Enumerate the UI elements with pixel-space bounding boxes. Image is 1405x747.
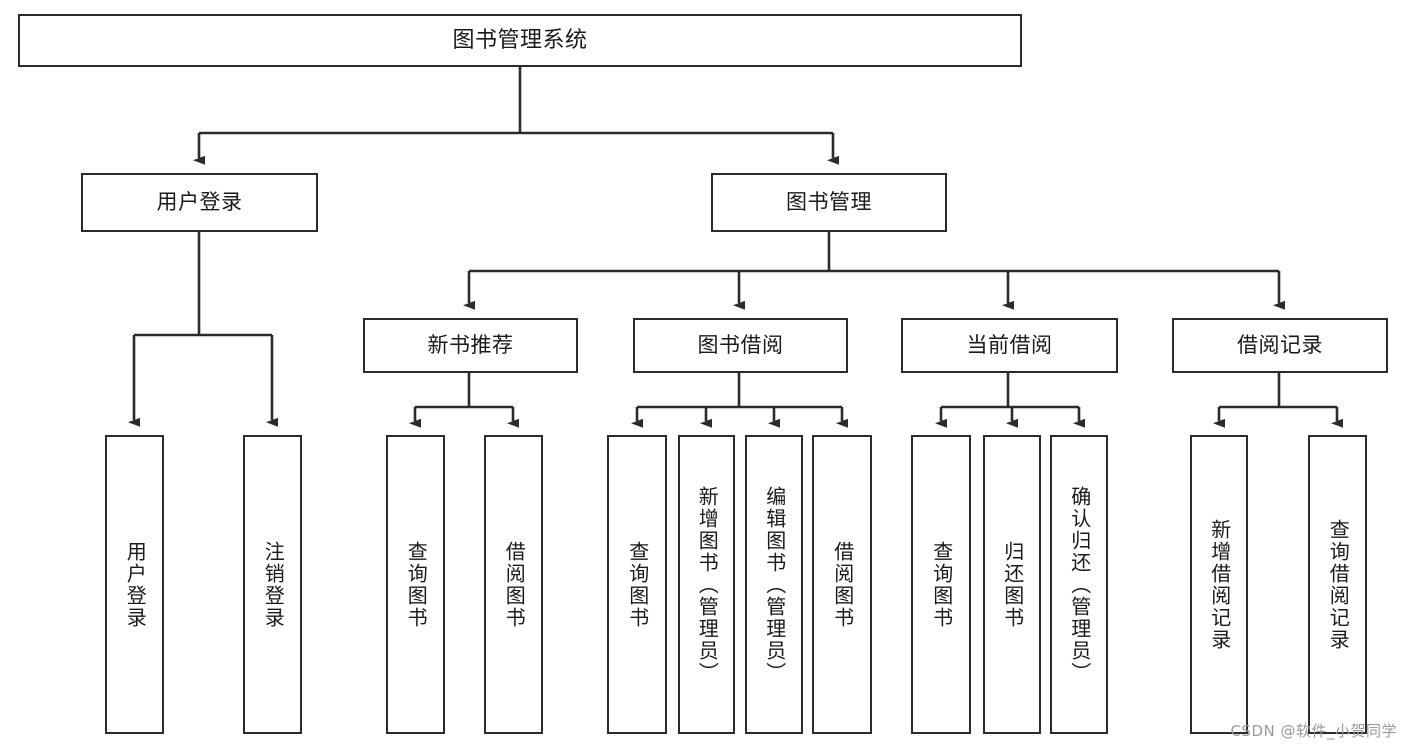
node-user-login-label: 用户登录 <box>156 190 243 215</box>
node-current-borrow-label: 当前借阅 <box>966 333 1053 358</box>
node-leaf-edit-book-admin-label: 编辑图书（管理员） <box>762 485 787 684</box>
node-leaf-query-book-2-label: 查询图书 <box>625 540 650 629</box>
node-leaf-logout-login[interactable]: 注销登录 <box>243 435 302 734</box>
node-leaf-borrow-book-1[interactable]: 借阅图书 <box>484 435 543 734</box>
csdn-watermark: CSDN @软件_小贺同学 <box>1230 722 1397 740</box>
node-leaf-edit-book-admin[interactable]: 编辑图书（管理员） <box>745 435 803 734</box>
node-leaf-query-book-3[interactable]: 查询图书 <box>911 435 971 734</box>
node-root-label: 图书管理系统 <box>452 27 588 53</box>
node-book-borrow-label: 图书借阅 <box>697 333 784 358</box>
node-book-borrow[interactable]: 图书借阅 <box>633 318 848 373</box>
node-borrow-record[interactable]: 借阅记录 <box>1172 318 1388 373</box>
node-user-login[interactable]: 用户登录 <box>81 173 318 232</box>
node-leaf-confirm-return-admin[interactable]: 确认归还（管理员） <box>1050 435 1108 734</box>
node-leaf-user-login[interactable]: 用户登录 <box>105 435 164 734</box>
node-leaf-query-borrow-record-label: 查询借阅记录 <box>1326 518 1351 651</box>
node-book-management-label: 图书管理 <box>786 190 872 215</box>
node-leaf-add-book-admin-label: 新增图书（管理员） <box>695 485 720 684</box>
node-leaf-confirm-return-admin-label: 确认归还（管理员） <box>1067 485 1092 684</box>
node-root[interactable]: 图书管理系统 <box>18 14 1022 67</box>
node-current-borrow[interactable]: 当前借阅 <box>901 318 1118 373</box>
node-book-management[interactable]: 图书管理 <box>711 173 947 232</box>
node-leaf-borrow-book-2-label: 借阅图书 <box>830 540 855 629</box>
node-leaf-query-book-2[interactable]: 查询图书 <box>607 435 667 734</box>
node-leaf-query-book-1[interactable]: 查询图书 <box>386 435 445 734</box>
node-leaf-borrow-book-1-label: 借阅图书 <box>502 540 527 629</box>
node-borrow-record-label: 借阅记录 <box>1237 333 1323 358</box>
node-leaf-add-borrow-record-label: 新增借阅记录 <box>1207 518 1232 651</box>
node-leaf-borrow-book-2[interactable]: 借阅图书 <box>812 435 872 734</box>
node-leaf-query-book-1-label: 查询图书 <box>404 540 429 629</box>
node-new-book-recommend[interactable]: 新书推荐 <box>363 318 578 373</box>
node-leaf-return-book-label: 归还图书 <box>1000 540 1025 629</box>
node-leaf-user-login-label: 用户登录 <box>123 540 148 629</box>
node-leaf-return-book[interactable]: 归还图书 <box>983 435 1041 734</box>
node-new-book-recommend-label: 新书推荐 <box>427 333 514 358</box>
node-leaf-add-borrow-record[interactable]: 新增借阅记录 <box>1190 435 1248 734</box>
node-leaf-query-borrow-record[interactable]: 查询借阅记录 <box>1308 435 1367 734</box>
node-leaf-logout-login-label: 注销登录 <box>261 540 286 629</box>
node-leaf-query-book-3-label: 查询图书 <box>929 540 954 629</box>
node-leaf-add-book-admin[interactable]: 新增图书（管理员） <box>678 435 735 734</box>
